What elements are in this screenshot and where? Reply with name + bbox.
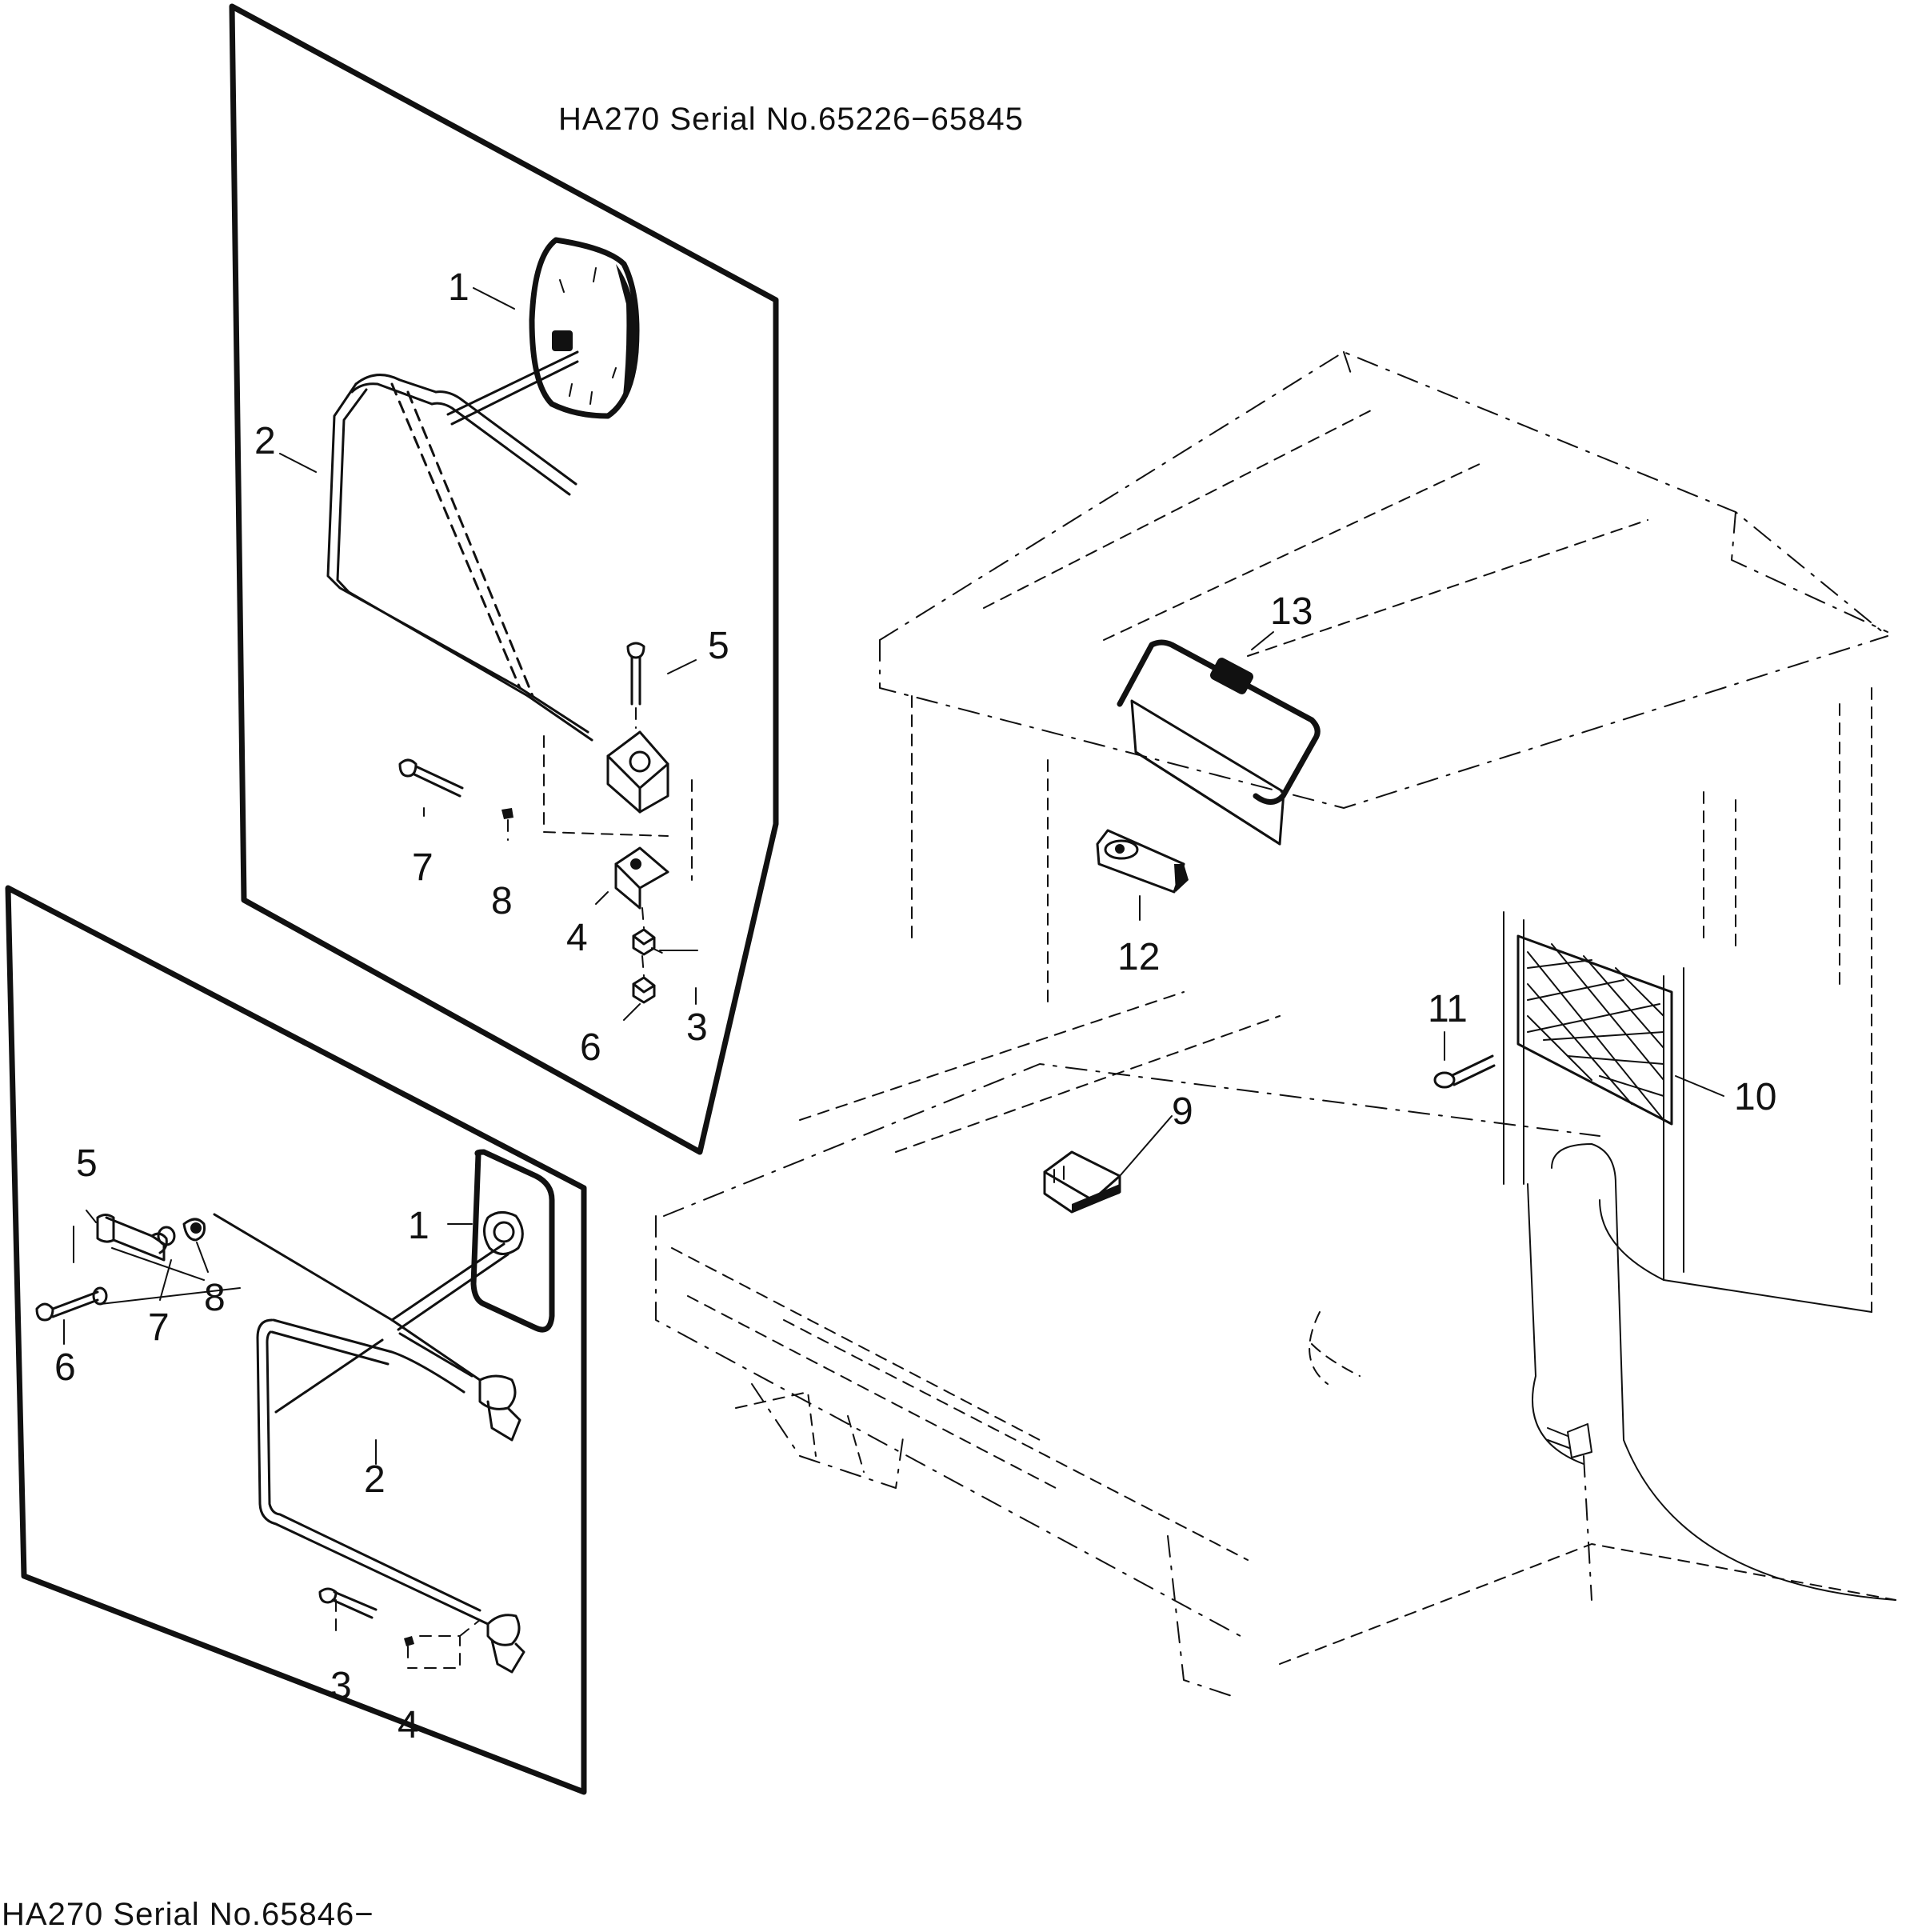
upper-mirror	[529, 237, 640, 419]
upper-bracket	[398, 642, 693, 1004]
part-12-dome-lamp	[1096, 829, 1189, 894]
callout-upper-8: 8	[491, 880, 513, 922]
callout-lower-2: 2	[364, 1458, 386, 1501]
callout-upper-4: 4	[566, 917, 588, 959]
upper-callouts: 1 2 3 4 5 6 7 8	[254, 266, 729, 1069]
upper-panel-serial-label: HA270 Serial No.65226−65845	[558, 102, 1024, 137]
part-11-bolt	[1433, 1054, 1496, 1089]
machine-body	[655, 351, 1896, 1697]
callout-lower-1: 1	[408, 1205, 430, 1247]
callout-upper-3: 3	[686, 1006, 708, 1049]
lower-arm	[213, 1213, 525, 1674]
upper-arm	[326, 350, 593, 742]
machine-leaders	[1119, 631, 1724, 1177]
callout-lower-8: 8	[204, 1277, 226, 1319]
lower-panel-serial-label: HA270 Serial No.65846−	[2, 1897, 374, 1932]
callout-lower-6: 6	[54, 1346, 76, 1389]
callout-12: 12	[1117, 936, 1160, 978]
part-13-roof-panel	[1117, 639, 1321, 846]
machine-callouts: 9 10 11 12 13	[1117, 590, 1776, 1133]
callout-upper-5: 5	[708, 625, 729, 667]
lower-callouts: 1 2 3 4 5 6 7 8	[54, 1142, 430, 1746]
callout-upper-7: 7	[412, 846, 434, 889]
callout-11: 11	[1428, 988, 1468, 1030]
lower-fasteners	[35, 1214, 481, 1669]
callout-upper-6: 6	[580, 1026, 601, 1069]
callout-lower-3: 3	[330, 1665, 352, 1707]
callout-10: 10	[1734, 1076, 1776, 1118]
callout-upper-1: 1	[448, 266, 470, 309]
callout-9: 9	[1172, 1090, 1193, 1133]
part-9-switch	[1043, 1150, 1121, 1214]
part-10-mesh-screen	[1516, 934, 1673, 1126]
callout-lower-5: 5	[76, 1142, 98, 1185]
lower-panel: HA270 Serial No.65846−	[2, 885, 587, 1932]
callout-lower-4: 4	[398, 1704, 419, 1746]
upper-panel: HA270 Serial No.65226−65845	[229, 3, 1024, 1155]
callout-upper-2: 2	[254, 420, 276, 462]
lower-mirror	[470, 1149, 555, 1333]
callout-13: 13	[1270, 590, 1313, 633]
callout-lower-7: 7	[148, 1306, 170, 1349]
